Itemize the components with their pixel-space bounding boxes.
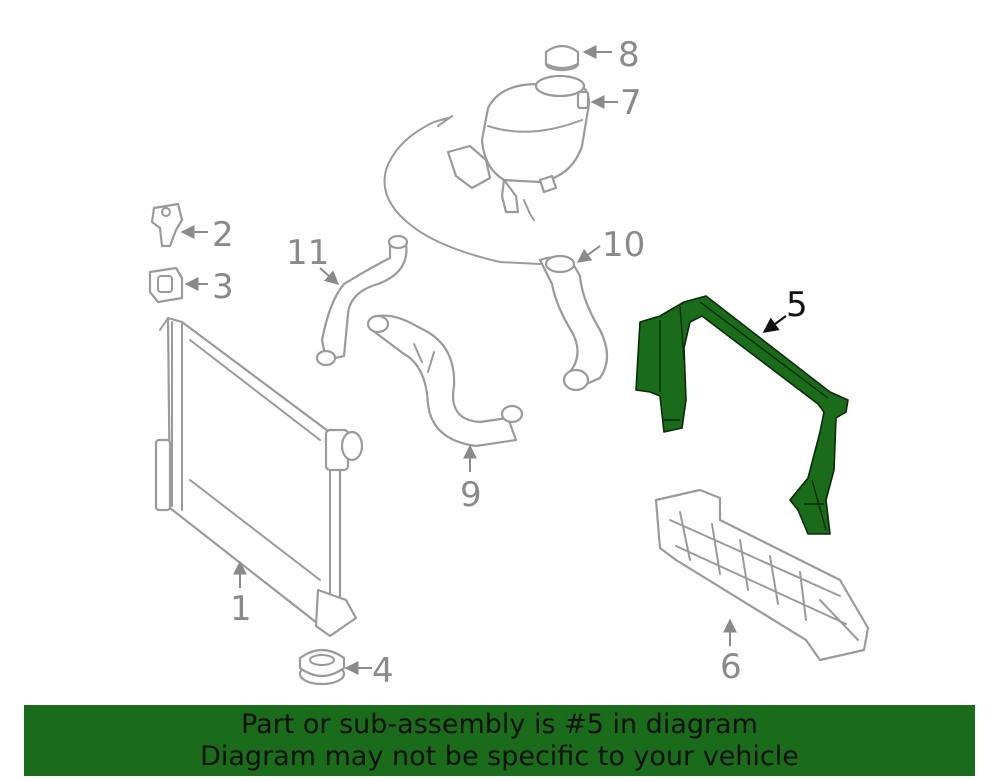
air-guide-part-5[interactable] (635, 295, 849, 535)
callout-5: 5 (786, 285, 808, 325)
reservoir-part-7[interactable] (446, 74, 590, 221)
clip-part-2[interactable] (150, 202, 184, 248)
upper-hose-part-10[interactable] (383, 115, 609, 392)
radiator-part-1[interactable] (154, 316, 364, 638)
banner-line-2: Diagram may not be specific to your vehi… (200, 741, 799, 772)
mount-part-3[interactable] (148, 266, 184, 304)
callout-11: 11 (286, 233, 329, 273)
shutter-frame-part-6[interactable] (654, 488, 870, 662)
callout-1: 1 (230, 589, 252, 629)
info-banner: Part or sub-assembly is #5 in diagram Di… (24, 705, 975, 776)
banner-line-1: Part or sub-assembly is #5 in diagram (241, 709, 758, 740)
callout-7: 7 (620, 83, 642, 123)
callout-6: 6 (720, 647, 742, 687)
callout-3: 3 (212, 267, 234, 307)
leader-lines (180, 45, 787, 675)
parts-diagram: 1 2 3 4 5 6 7 8 9 10 11 (148, 35, 870, 691)
small-hose-part-11[interactable] (315, 234, 409, 367)
callout-10: 10 (602, 225, 645, 265)
bushing-part-4[interactable] (298, 648, 346, 686)
callout-8: 8 (618, 35, 640, 75)
callout-9: 9 (460, 475, 482, 515)
callout-4: 4 (372, 651, 394, 691)
cap-part-8[interactable] (544, 44, 580, 72)
callout-2: 2 (212, 215, 234, 255)
lower-hose-part-9[interactable] (366, 314, 524, 448)
